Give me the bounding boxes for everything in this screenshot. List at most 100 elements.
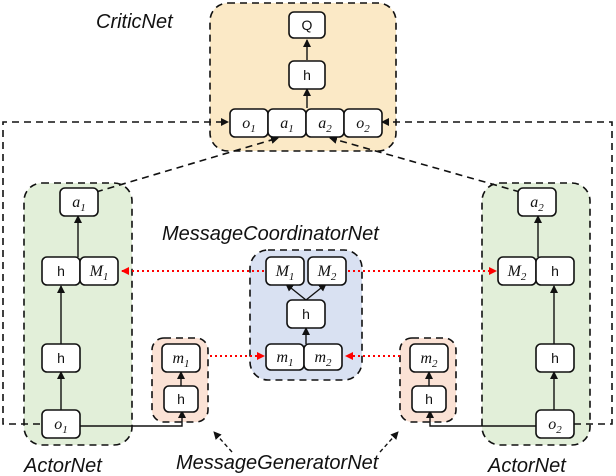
svg-text:m2: m2 [314,349,332,369]
actor1-lower-hidden-label: h [57,350,65,366]
coord-h-to-M2-arrow [305,283,327,301]
critic-o1-label: o [242,115,250,132]
message-generator-net-title: MessageGeneratorNet [176,452,380,474]
svg-text:m1: m1 [172,350,189,370]
actor1-upper-hidden-node: h [41,256,81,286]
svg-text:M2: M2 [317,263,337,283]
actor1-o-to-generator-arrow [78,410,186,427]
actor2-upper-hidden-node: h [535,256,575,286]
actor1-coordinated-message-node: M1 [79,256,119,286]
svg-text:a2: a2 [318,115,332,135]
coord-m1-node: m1 [265,343,305,371]
actor2-action-label: a [530,194,538,211]
critic-o1-subscript: 1 [250,123,256,135]
actor-net-left-group [23,182,133,446]
coord-M2-subscript: 2 [331,271,337,283]
gen1-message-subscript: 1 [184,358,190,370]
gen1-hidden-label: h [177,391,185,407]
svg-text:a2: a2 [530,194,544,214]
obs2-to-critic-line [381,118,613,425]
gen2-message-node: m2 [409,343,449,373]
coord-h-to-M1-arrow [285,283,307,301]
critic-o2-node: o2 [343,108,383,138]
gen1-hidden-node: h [163,385,199,413]
actor2-observation-node: o2 [535,409,575,439]
svg-text:M1: M1 [89,263,109,283]
actor1-action-label: a [72,194,80,211]
coord-M2-label: M [317,263,333,280]
actor2-observation-subscript: 2 [556,424,562,436]
critic-a1-subscript: 1 [288,123,294,135]
actor1-lower-hidden-node: h [41,343,81,373]
gen2-hidden-node: h [411,385,447,413]
coord-M1-subscript: 1 [289,271,295,283]
svg-text:o1: o1 [242,115,256,135]
critic-o1-node: o1 [229,108,269,138]
actor2-action-subscript: 2 [538,202,544,214]
critic-hidden-node: h [288,60,326,90]
coord-M2-node: M2 [307,256,347,286]
actor1-action-node: a1 [59,187,99,217]
gen2-message-label: m [420,350,432,367]
critic-q-label: Q [302,17,313,33]
critic-hidden-label: h [303,67,311,83]
coord-m1-label: m [276,349,288,366]
coord-M1-label: M [275,263,291,280]
critic-q-node: Q [288,11,326,39]
message-coordinator-net-title: MessageCoordinatorNet [162,223,380,245]
critic-net-title: CriticNet [96,11,174,33]
svg-text:M1: M1 [275,263,295,283]
svg-text:m1: m1 [276,349,293,369]
coord-m2-node: m2 [303,343,343,371]
actor2-coordinated-message-subscript: 2 [521,271,527,283]
actor-net-right-title: ActorNet [487,455,567,476]
actor-net-left-title: ActorNet [23,455,103,476]
critic-a1-label: a [280,115,288,132]
actor2-coordinated-message-label: M [507,263,523,280]
coord-hidden-label: h [302,306,310,322]
obs1-to-critic-line [2,118,229,425]
critic-a2-subscript: 2 [326,123,332,135]
actor1-coordinated-message-subscript: 1 [103,271,109,283]
svg-text:a1: a1 [280,115,294,135]
critic-o2-subscript: 2 [364,123,370,135]
actor1-observation-label: o [54,416,62,433]
actor2-coordinated-message-node: M2 [497,256,537,286]
critic-a1-node: a1 [267,108,307,138]
actor1-observation-node: o1 [41,409,81,439]
actor1-coordinated-message-label: M [89,263,105,280]
actor-net-right-group [481,182,591,446]
actor2-action-node: a2 [517,187,557,217]
actor1-action-subscript: 1 [80,202,86,214]
generator-label-pointer-left [213,431,233,453]
coord-hidden-node: h [286,299,326,329]
gen1-message-label: m [172,350,184,367]
svg-text:M2: M2 [507,263,527,283]
coord-m1-subscript: 1 [288,357,294,369]
svg-text:o2: o2 [548,416,562,436]
actor2-o-to-generator-arrow [426,410,536,427]
coord-m2-label: m [314,349,326,366]
critic-a2-label: a [318,115,326,132]
svg-text:o1: o1 [54,416,68,436]
coord-M1-node: M1 [265,256,305,286]
actor2-lower-hidden-node: h [535,343,575,373]
actor1-upper-hidden-label: h [57,263,65,279]
critic-o2-label: o [356,115,364,132]
action1-to-critic-line [95,136,279,193]
svg-text:o2: o2 [356,115,370,135]
svg-text:a1: a1 [72,194,86,214]
svg-text:m2: m2 [420,350,438,370]
action2-to-critic-line [329,136,521,193]
critic-a2-node: a2 [305,108,345,138]
actor1-observation-subscript: 1 [62,424,68,436]
actor2-observation-label: o [548,416,556,433]
gen2-message-subscript: 2 [432,358,438,370]
coord-m2-subscript: 2 [326,357,332,369]
gen2-hidden-label: h [425,391,433,407]
actor2-lower-hidden-label: h [551,350,559,366]
gen1-message-node: m1 [161,343,201,373]
generator-label-pointer-right [379,431,399,453]
